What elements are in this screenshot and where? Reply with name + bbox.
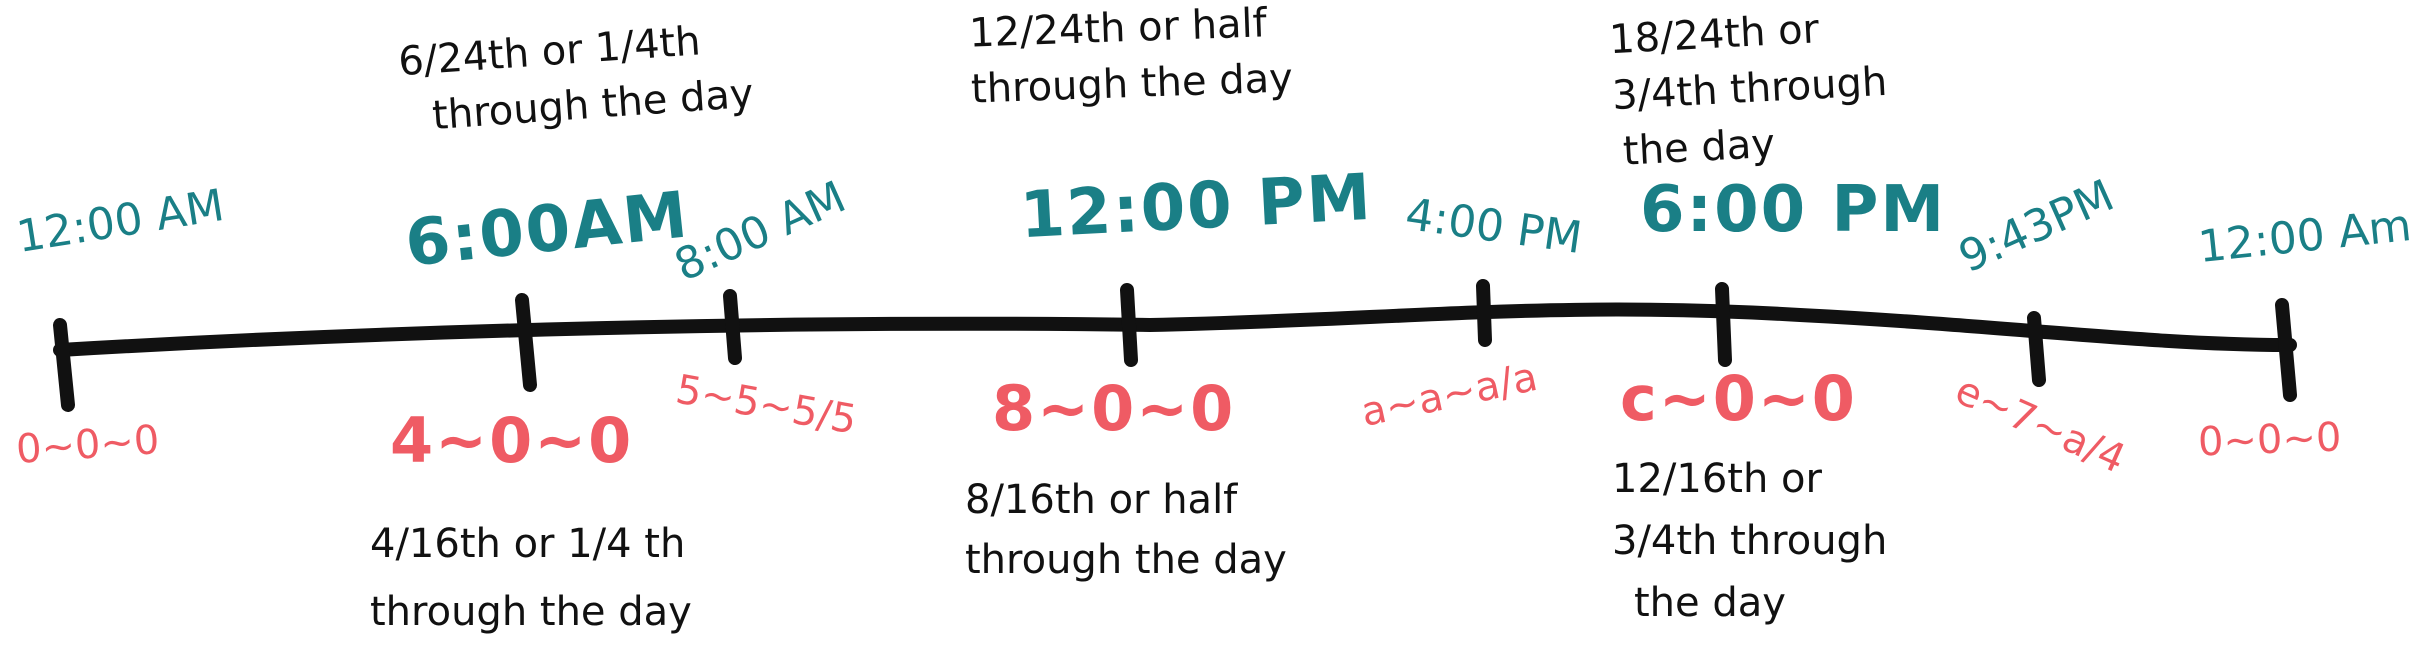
tick-1200am-end (2275, 298, 2297, 402)
tick-1200pm (1120, 283, 1138, 367)
tick-1200am (53, 318, 75, 412)
tick-600pm (1715, 282, 1732, 367)
note-above-600pm: 18/24th or 3/4th through the day (1608, 0, 1892, 180)
note-below-600pm: 12/16th or 3/4th through the day (1612, 448, 1887, 634)
base-label-1200am: 0~0~0 (14, 417, 161, 473)
note-line: through the day (965, 537, 1287, 583)
tick-600am (515, 293, 537, 392)
tick-800am (723, 289, 742, 365)
note-line: 3/4th through (1612, 518, 1888, 564)
note-above-1200pm: 12/24th or half through the day (968, 0, 1294, 118)
timeline-ticks (53, 279, 2297, 412)
note-below-1200pm: 8/16th or half through the day (965, 470, 1287, 590)
base-label-1200am-end: 0~0~0 (2197, 414, 2343, 466)
base-label-600pm: c~0~0 (1620, 362, 1857, 435)
base-label-600am: 4~0~0 (390, 404, 634, 477)
time-label-1200pm: 12:00 PM (1018, 160, 1375, 254)
note-line: through the day (970, 55, 1294, 113)
time-label-600pm: 6:00 PM (1640, 173, 1947, 247)
base-label-1200pm: 8~0~0 (992, 372, 1236, 445)
note-line: 8/16th or half (965, 477, 1238, 523)
note-line: the day (1634, 580, 1786, 626)
tick-943pm (2027, 311, 2046, 387)
tick-400pm (1476, 279, 1492, 347)
note-line: through the day (370, 589, 692, 635)
timeline-axis-line (53, 302, 2297, 357)
note-line: 4/16th or 1/4 th (370, 521, 686, 567)
note-line: 12/16th or (1612, 456, 1822, 502)
note-below-600am: 4/16th or 1/4 th through the day (370, 510, 692, 646)
